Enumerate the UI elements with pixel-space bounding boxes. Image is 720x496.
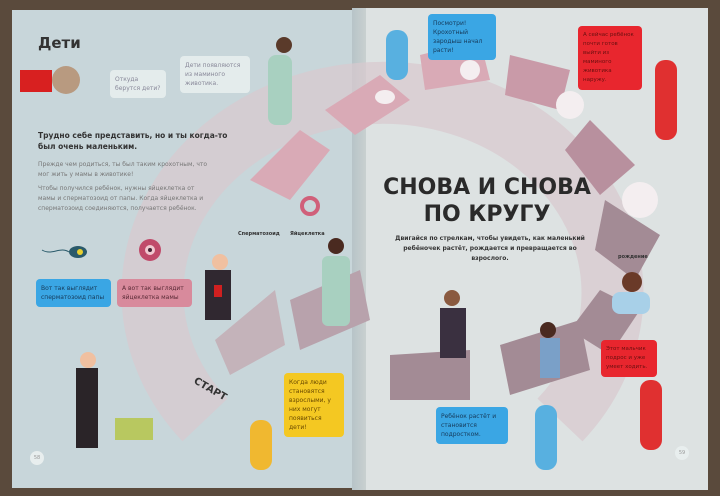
egg-bubble: А вот так выглядит яйцеклетка мамы (117, 279, 192, 307)
teen-body (440, 308, 466, 358)
page-number-right: 59 (675, 446, 689, 460)
red-creature (655, 60, 677, 140)
yellow-creature (250, 420, 272, 470)
paragraph-2: Чтобы получился ребёнок, нужны яйцеклетк… (38, 185, 204, 212)
baby-face (622, 272, 642, 292)
arrow (595, 200, 660, 280)
arrow (250, 130, 330, 200)
embryo (460, 60, 480, 80)
egg-icon (300, 196, 320, 216)
woman-body (268, 55, 292, 125)
title-line-2: ПО КРУГУ (423, 202, 551, 227)
arrow (325, 75, 410, 135)
child-figure-body (20, 70, 52, 92)
old-man-face (80, 352, 96, 368)
child-face (540, 322, 556, 338)
question-bubble: Откуда берутся дети? (110, 70, 166, 98)
intro-text: Трудно себе представить, но и ты когда-т… (38, 131, 228, 151)
woman-body (322, 256, 350, 326)
subtitle: Двигайся по стрелкам, чтобы увидеть, как… (395, 235, 585, 262)
fetus (622, 182, 658, 218)
blue-creature (386, 30, 408, 80)
embryo-bubble: Посмотри! Крохотный зародыш начал расти! (428, 14, 496, 60)
teen-bubble: Ребёнок растёт и становится подростком. (436, 407, 508, 444)
child-body (540, 338, 560, 378)
page-number-left: 58 (30, 451, 44, 465)
sperm-label: Сперматозоид (238, 231, 280, 237)
woman-face (328, 238, 344, 254)
zygote (375, 90, 395, 104)
egg-label: Яйцеклетка (290, 231, 325, 237)
answer-bubble: Дети появляются из маминого животика. (180, 56, 250, 93)
arrow (565, 120, 635, 195)
red-creature (640, 380, 662, 450)
stroller (115, 418, 153, 440)
title-line-1: СНОВА И СНОВА (383, 175, 591, 200)
adults-bubble: Когда люди становятся взрослыми, у них м… (284, 373, 344, 437)
old-man-body (76, 368, 98, 448)
teen-face (444, 290, 460, 306)
sperm-bubble: Вот так выглядит сперматозоид папы (36, 279, 111, 307)
child-figure-face (52, 66, 80, 94)
walk-bubble: Этот мальчик подрос и уже умеет ходить. (601, 340, 657, 377)
arrow (215, 290, 285, 375)
baby-body (612, 292, 650, 314)
man-face (212, 254, 228, 270)
birth-label: рождение (618, 254, 648, 260)
blue-creature (535, 405, 557, 470)
arrow (390, 350, 470, 400)
paragraph-1: Прежде чем родиться, ты был таким крохот… (38, 161, 208, 178)
fetus (556, 91, 584, 119)
woman-face (276, 37, 292, 53)
arrow (505, 55, 570, 110)
ready-bubble: А сейчас ребёнок почти готов выйти из ма… (578, 26, 642, 90)
page-heading: Дети (38, 34, 81, 52)
